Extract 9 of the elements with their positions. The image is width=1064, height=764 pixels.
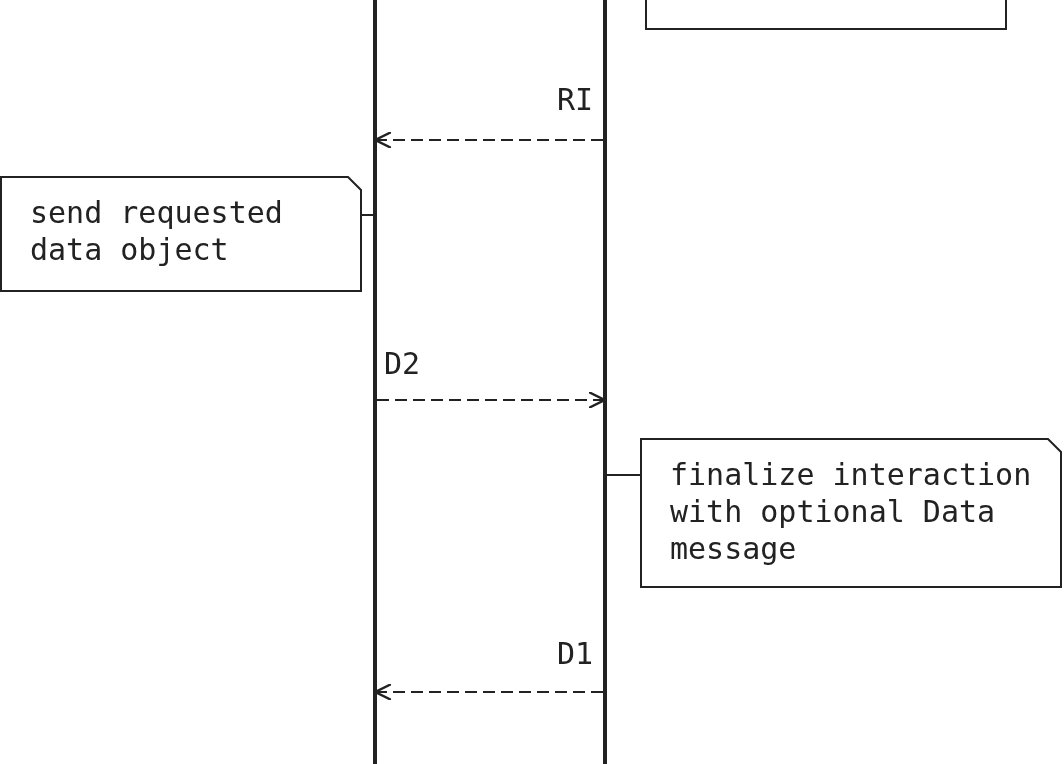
arrow bbox=[374, 130, 604, 150]
process-box bbox=[0, 176, 362, 292]
arrow bbox=[374, 682, 604, 702]
lifeline bbox=[603, 0, 607, 764]
lifeline bbox=[373, 0, 377, 764]
box-text: send requested data object bbox=[30, 194, 284, 268]
process-box bbox=[640, 438, 1062, 588]
box-text: finalize interaction with optional Data message bbox=[670, 456, 1033, 567]
arrow bbox=[376, 390, 606, 410]
